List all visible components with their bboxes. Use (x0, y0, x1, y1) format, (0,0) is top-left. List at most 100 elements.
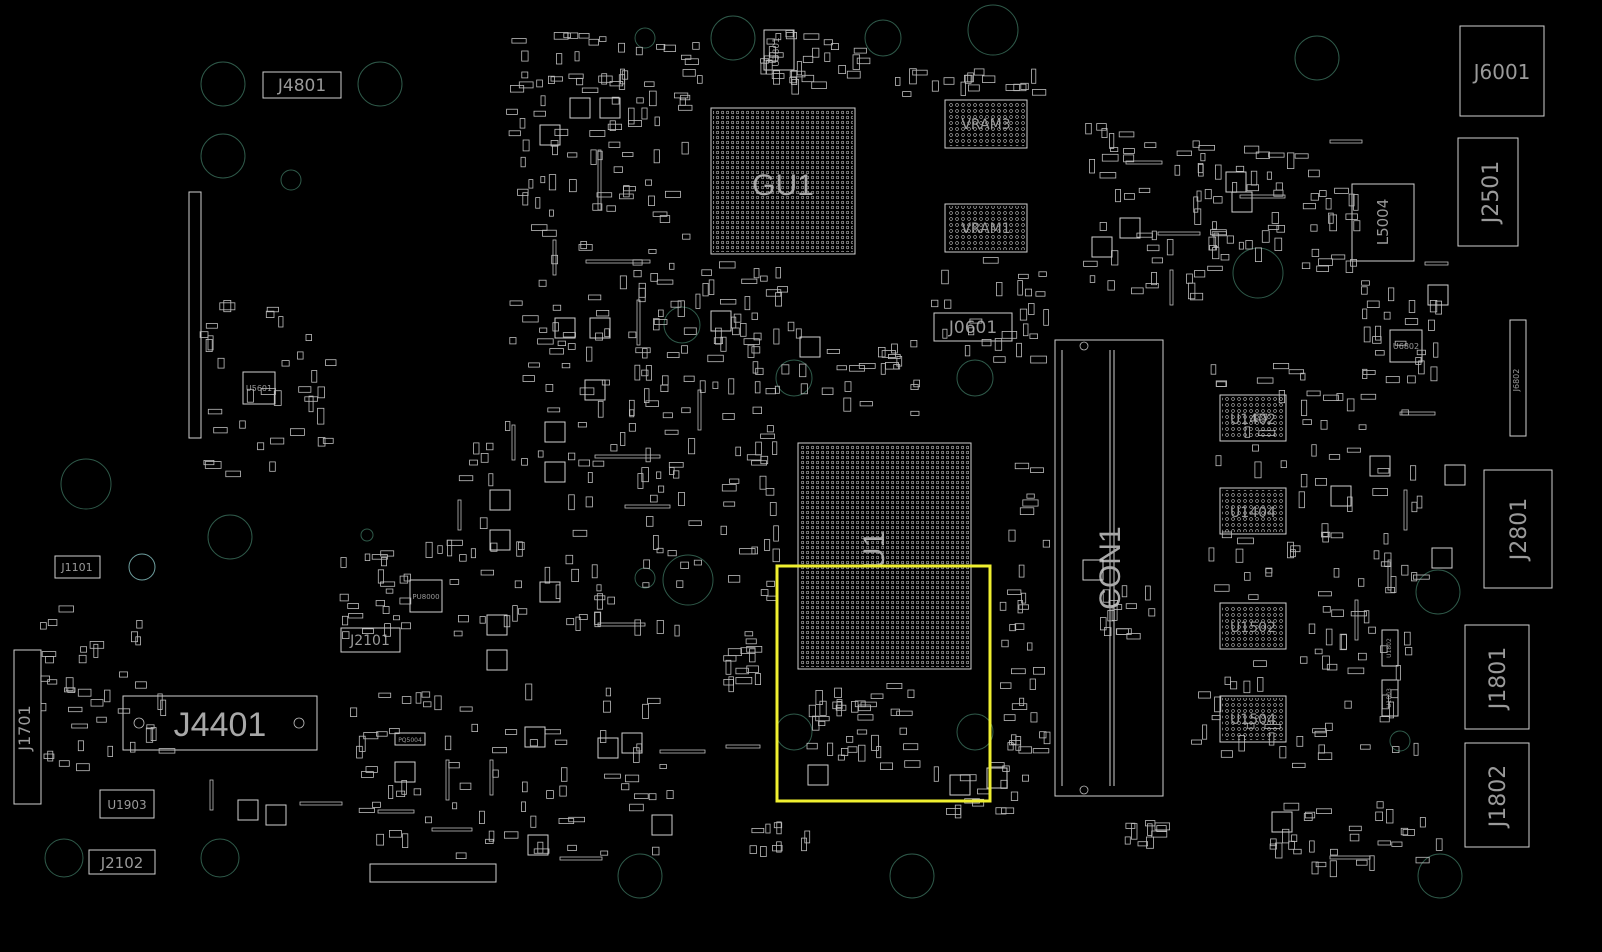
j4401-connector[interactable]: J4401 (122, 695, 318, 751)
bottom-strip-connector[interactable] (369, 863, 497, 883)
passive-component (401, 780, 407, 795)
small-ic (486, 649, 508, 671)
passive-component (933, 766, 939, 782)
j0601-connector[interactable]: J0601 (933, 312, 1013, 342)
passive-component (1418, 360, 1425, 375)
j2102-connector[interactable]: J2102 (88, 849, 156, 875)
j1701-connector[interactable]: J1701 (13, 649, 42, 805)
passive-component (678, 491, 685, 506)
j6802-connector[interactable]: J6802 (1509, 319, 1527, 437)
passive-component (681, 54, 692, 60)
passive-component (1348, 193, 1355, 207)
passive-component (604, 328, 610, 338)
passive-component (552, 145, 558, 156)
u1802-chip[interactable]: U1802 (1381, 629, 1399, 667)
passive-component (521, 50, 529, 62)
u1502-chip[interactable]: U1502 (1219, 602, 1287, 650)
passive-component (1411, 501, 1418, 513)
passive-component (836, 365, 847, 371)
small-ic (589, 317, 611, 339)
passive-component (1346, 447, 1361, 453)
passive-component (638, 287, 646, 303)
u1903-label: U1903 (107, 798, 146, 812)
passive-component (1372, 336, 1382, 344)
u1402-chip[interactable]: U1402 (1219, 394, 1287, 442)
j6001-connector[interactable]: J6001 (1459, 25, 1545, 117)
passive-component (735, 677, 753, 685)
u1-bga[interactable]: U1 (797, 442, 972, 670)
passive-component (1101, 128, 1108, 139)
passive-component (528, 362, 540, 368)
passive-component (1274, 237, 1283, 251)
j2501-connector[interactable]: J2501 (1457, 137, 1519, 247)
passive-component (959, 774, 977, 782)
passive-component (1002, 765, 1010, 772)
passive-component (676, 580, 684, 588)
passive-component (1215, 455, 1222, 467)
j1101-connector[interactable]: J1101 (54, 555, 101, 579)
passive-component (751, 346, 761, 354)
passive-component (1124, 193, 1135, 200)
vram3-chip[interactable]: VRAM3 (944, 99, 1028, 149)
gu1-bga[interactable]: GU1 (710, 107, 856, 255)
passive-component (723, 679, 734, 686)
passive-component (396, 790, 406, 797)
passive-component (580, 240, 587, 249)
j4801-connector[interactable]: J4801 (262, 71, 342, 99)
passive-component (796, 61, 802, 76)
passive-component (459, 554, 467, 562)
small-ic (1431, 547, 1453, 569)
j2101-connector[interactable]: J2101 (340, 627, 401, 653)
passive-component (597, 150, 603, 161)
passive-component (773, 328, 780, 345)
passive-component (836, 701, 842, 717)
u1504-chip[interactable]: U1504 (1219, 695, 1287, 743)
passive-component (590, 149, 597, 165)
passive-component (571, 568, 580, 582)
passive-component (995, 807, 1007, 815)
j1802-connector[interactable]: J1802 (1464, 742, 1530, 848)
u3801-chip[interactable]: U3801 (763, 29, 795, 71)
pq5004-chip[interactable]: PQ5004 (394, 732, 426, 746)
elongated-component (1399, 411, 1436, 416)
passive-component (1145, 820, 1156, 827)
passive-component (304, 396, 318, 402)
passive-component (1102, 589, 1110, 603)
passive-component (1176, 150, 1192, 156)
passive-component (1287, 152, 1295, 169)
passive-component (594, 611, 602, 625)
passive-component (990, 762, 1005, 768)
passive-component (605, 687, 612, 697)
passive-component (549, 348, 564, 355)
con1-connector[interactable]: CON1 (1054, 339, 1164, 797)
selection-box[interactable] (775, 564, 992, 803)
passive-component (591, 564, 598, 579)
passive-component (964, 345, 971, 357)
left-strip-connector[interactable] (188, 191, 202, 439)
j1801-connector[interactable]: J1801 (1464, 624, 1530, 730)
elongated-component (511, 424, 516, 461)
u1404-chip[interactable]: U1404 (1219, 487, 1287, 535)
passive-component (1279, 746, 1287, 759)
u6802-chip[interactable]: U6802 (1389, 329, 1423, 363)
passive-component (891, 343, 898, 354)
pu8000-chip[interactable]: PU8000 (409, 579, 443, 613)
passive-component (1137, 841, 1149, 847)
passive-component (1363, 610, 1370, 624)
passive-component (579, 387, 595, 396)
passive-component (308, 395, 314, 413)
passive-component (380, 550, 395, 557)
passive-component (1320, 419, 1328, 430)
passive-component (1238, 735, 1245, 752)
passive-component (452, 802, 458, 810)
passive-component (260, 387, 276, 395)
u1903-chip[interactable]: U1903 (99, 789, 155, 819)
vram1-chip[interactable]: VRAM1 (944, 203, 1028, 253)
passive-component (1008, 529, 1016, 542)
l5004-inductor[interactable]: L5004 (1351, 183, 1415, 262)
passive-component (552, 304, 562, 311)
j2801-connector[interactable]: J2801 (1483, 469, 1553, 589)
passive-component (1276, 225, 1286, 233)
passive-component (1021, 592, 1027, 604)
